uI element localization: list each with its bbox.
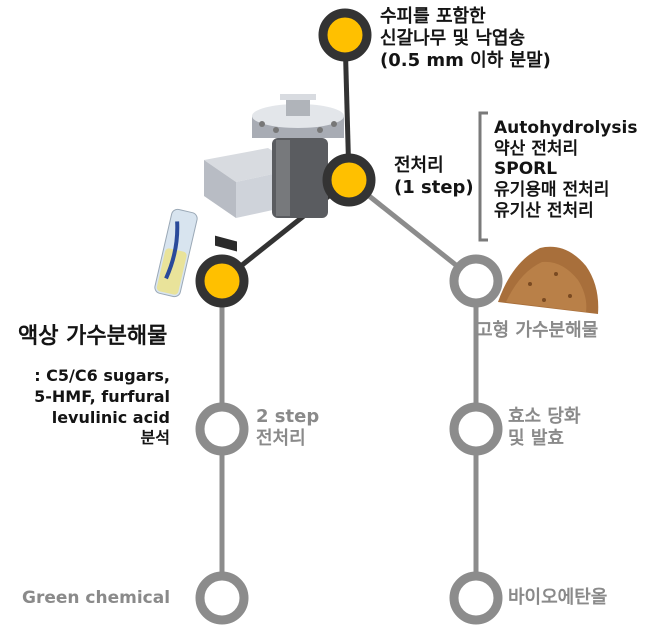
pretreatment-label: 전처리 (1 step): [394, 155, 474, 198]
bioethanol-label: 바이오에탄올: [508, 587, 608, 608]
node-raw-material: [318, 8, 372, 62]
raw-material-label: 수피를 포함한 신갈나무 및 낙엽송 (0.5 mm 이하 분말): [380, 6, 551, 71]
line-pretreatment-to-solid: [347, 178, 478, 283]
second-pretreatment-label: 2 step 전처리: [256, 406, 320, 449]
node-liquid-hydrolysate: [195, 254, 249, 308]
methods-bracket: [478, 111, 488, 242]
pretreatment-methods-list: Autohydrolysis 약산 전처리 SPORL 유기용매 전처리 유기산…: [494, 118, 637, 222]
node-pretreatment: [322, 153, 376, 207]
enzymatic-saccharification-label: 효소 당화 및 발효: [508, 406, 581, 449]
liquid-hydrolysate-details: : C5/C6 sugars, 5-HMF, furfural levulini…: [34, 366, 170, 448]
wood-powder-icon: [498, 246, 599, 314]
method-dilute-acid: 약산 전처리: [494, 138, 579, 159]
method-sporl: SPORL: [494, 159, 558, 180]
method-autohydrolysis: Autohydrolysis: [494, 118, 638, 138]
node-solid-hydrolysate: [449, 254, 503, 308]
node-enzymatic-saccharification: [449, 402, 503, 456]
method-organic-acid: 유기산 전처리: [494, 200, 594, 221]
solid-hydrolysate-label: 고형 가수분해물: [476, 320, 599, 341]
green-chemical-label: Green chemical: [22, 588, 171, 608]
node-bioethanol: [449, 571, 503, 625]
node-second-pretreatment: [195, 402, 249, 456]
liquid-hydrolysate-title: 액상 가수분해물: [18, 324, 168, 349]
node-green-chemical: [195, 571, 249, 625]
sample-vial-icon: [154, 208, 198, 298]
method-organosolv: 유기용매 전처리: [494, 180, 610, 201]
reactor-icon: [204, 94, 344, 252]
